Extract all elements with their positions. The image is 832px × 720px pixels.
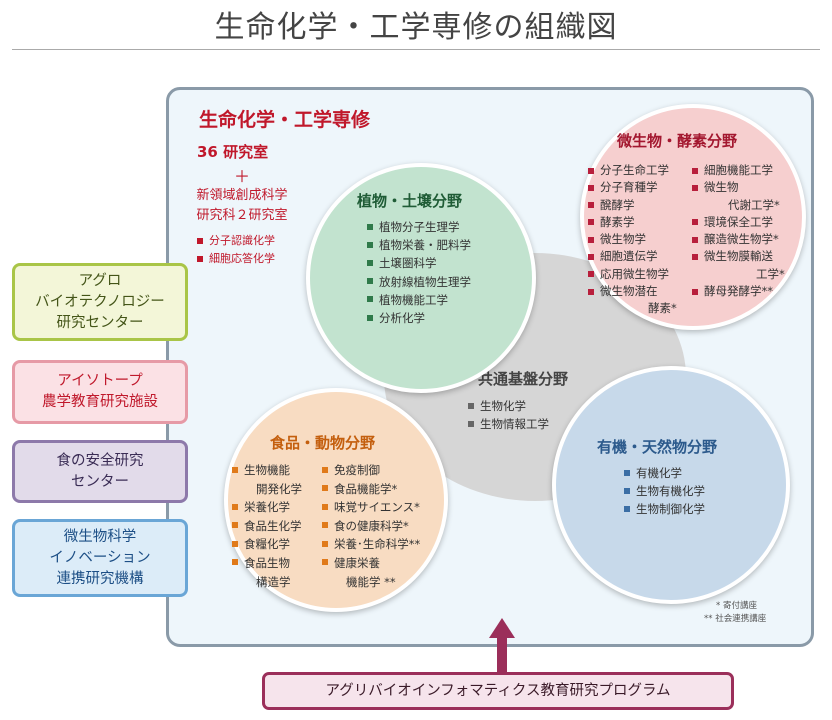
list-item-line: 機能学 ** bbox=[346, 574, 396, 589]
list-item: 細胞機能工学 bbox=[692, 162, 785, 179]
list-item: 分析化学 bbox=[367, 309, 471, 327]
food-animal-circle bbox=[224, 388, 448, 612]
list-item: 植物機能工学 bbox=[367, 291, 471, 309]
plus-sign: ＋ bbox=[234, 167, 251, 186]
box-line: アグロ bbox=[78, 272, 122, 289]
footnote-social: ** 社会連携講座 bbox=[704, 614, 767, 624]
major-heading: 生命化学・工学専修 bbox=[199, 109, 371, 131]
list-item: 土壌圏科学 bbox=[367, 254, 471, 272]
program-box: アグリバイオインフォマティクス教育研究プログラム bbox=[262, 672, 734, 710]
arrow-up-icon bbox=[489, 618, 515, 638]
microbial-innovation-box: 微生物科学 イノベーション 連携研究機構 bbox=[12, 519, 188, 597]
list-item: 健康栄養機能学 ** bbox=[322, 554, 420, 591]
new-field-labs: 分子認識化学 細胞応答化学 bbox=[197, 232, 275, 268]
list-item: 生物化学 bbox=[468, 397, 549, 415]
list-item: 応用微生物学 bbox=[588, 266, 677, 283]
list-item: 分子認識化学 bbox=[197, 232, 275, 250]
box-line: イノベーション bbox=[49, 549, 151, 566]
plant-soil-circle bbox=[306, 163, 536, 393]
list-item: 味覚サイエンス* bbox=[322, 498, 420, 517]
list-item: 免疫制御 bbox=[322, 461, 420, 480]
common-field-list: 生物化学 生物情報工学 bbox=[468, 397, 549, 433]
list-item: 酵母発酵学** bbox=[692, 283, 785, 300]
list-item-line: 微生物潜在 bbox=[600, 284, 658, 299]
list-item: 生物制御化学 bbox=[624, 500, 705, 518]
food-animal-title: 食品・動物分野 bbox=[270, 434, 376, 452]
list-item: 醗酵学 bbox=[588, 197, 677, 214]
isotope-facility-box: アイソトープ 農学教育研究施設 bbox=[12, 360, 188, 424]
list-item: 栄養化学 bbox=[232, 498, 302, 517]
organic-natural-title: 有機・天然物分野 bbox=[597, 438, 718, 456]
food-animal-list-right: 免疫制御 食品機能学* 味覚サイエンス* 食の健康科学* 栄養･生命科学** 健… bbox=[322, 461, 420, 591]
box-line: 微生物科学 bbox=[63, 528, 137, 545]
microbe-enzyme-list-left: 分子生命工学 分子育種学 醗酵学 酵素学 微生物学 細胞遺伝学 応用微生物学 微… bbox=[588, 162, 677, 318]
list-item: 植物分子生理学 bbox=[367, 218, 471, 236]
list-item: 分子育種学 bbox=[588, 179, 677, 196]
footnote: * 寄付講座 ** 社会連携講座 bbox=[704, 600, 766, 626]
list-item-line: 酵素* bbox=[648, 301, 677, 316]
arrow-shaft bbox=[497, 637, 507, 673]
plant-soil-title: 植物・土壌分野 bbox=[357, 192, 463, 210]
list-item: 微生物潜在酵素* bbox=[588, 283, 677, 318]
list-item-line: 生物機能 bbox=[244, 463, 290, 477]
box-line: 研究センター bbox=[56, 314, 144, 331]
common-field-title: 共通基盤分野 bbox=[478, 370, 569, 388]
food-animal-list-left: 生物機能開発化学 栄養化学 食品生化学 食糧化学 食品生物構造学 bbox=[232, 461, 302, 591]
list-item: 微生物学 bbox=[588, 231, 677, 248]
lab-count: 36 研究室 bbox=[197, 143, 269, 161]
microbe-enzyme-list-right: 細胞機能工学 微生物代謝工学* 環境保全工学 醸造微生物学* 微生物膜輸送工学*… bbox=[692, 162, 785, 300]
plant-soil-list: 植物分子生理学 植物栄養・肥料学 土壌圏科学 放射線植物生理学 植物機能工学 分… bbox=[367, 218, 471, 327]
list-item: 微生物代謝工学* bbox=[692, 179, 785, 214]
box-line: 農学教育研究施設 bbox=[42, 394, 158, 410]
list-item: 有機化学 bbox=[624, 464, 705, 482]
list-item: 食品生化学 bbox=[232, 517, 302, 536]
list-item: 微生物膜輸送工学* bbox=[692, 248, 785, 283]
box-line: センター bbox=[71, 473, 129, 490]
microbe-enzyme-title: 微生物・酵素分野 bbox=[617, 132, 738, 150]
list-item: 細胞遺伝学 bbox=[588, 248, 677, 265]
list-item: 栄養･生命科学** bbox=[322, 535, 420, 554]
list-item: 食の健康科学* bbox=[322, 517, 420, 536]
list-item: 生物機能開発化学 bbox=[232, 461, 302, 498]
list-item-line: 代謝工学* bbox=[728, 197, 780, 212]
list-item: 生物有機化学 bbox=[624, 482, 705, 500]
list-item: 酵素学 bbox=[588, 214, 677, 231]
list-item: 食糧化学 bbox=[232, 535, 302, 554]
title-divider bbox=[12, 49, 820, 50]
list-item: 放射線植物生理学 bbox=[367, 273, 471, 291]
organic-natural-list: 有機化学 生物有機化学 生物制御化学 bbox=[624, 464, 705, 519]
new-field-line: 研究科２研究室 bbox=[196, 208, 288, 223]
new-field-line: 新領域創成科学 bbox=[196, 188, 288, 203]
agro-biotech-center-box: アグロ バイオテクノロジー 研究センター bbox=[12, 263, 188, 341]
list-item: 食品機能学* bbox=[322, 480, 420, 499]
footnote-donated: * 寄付講座 bbox=[716, 601, 757, 611]
list-item: 分子生命工学 bbox=[588, 162, 677, 179]
list-item-line: 開発化学 bbox=[256, 481, 302, 496]
list-item: 食品生物構造学 bbox=[232, 554, 302, 591]
list-item: 植物栄養・肥料学 bbox=[367, 236, 471, 254]
list-item-line: 健康栄養 bbox=[334, 555, 380, 570]
food-safety-center-box: 食の安全研究 センター bbox=[12, 440, 188, 503]
box-line: 食の安全研究 bbox=[56, 452, 144, 469]
list-item: 醸造微生物学* bbox=[692, 231, 785, 248]
box-line: バイオテクノロジー bbox=[35, 293, 165, 310]
organic-natural-circle bbox=[552, 366, 790, 604]
list-item-line: 微生物膜輸送 bbox=[704, 249, 773, 264]
list-item: 環境保全工学 bbox=[692, 214, 785, 231]
box-line: アイソトープ bbox=[57, 373, 143, 389]
page-title: 生命化学・工学専修の組織図 bbox=[214, 10, 618, 45]
list-item-line: 微生物 bbox=[704, 180, 739, 195]
new-field-label: 新領域創成科学 研究科２研究室 bbox=[183, 186, 301, 226]
box-line: 連携研究機構 bbox=[56, 570, 144, 587]
list-item: 生物情報工学 bbox=[468, 415, 549, 433]
list-item-line: 構造学 bbox=[256, 574, 291, 589]
list-item-line: 食品生物 bbox=[244, 555, 290, 570]
list-item: 細胞応答化学 bbox=[197, 250, 275, 268]
list-item-line: 工学* bbox=[756, 266, 785, 281]
